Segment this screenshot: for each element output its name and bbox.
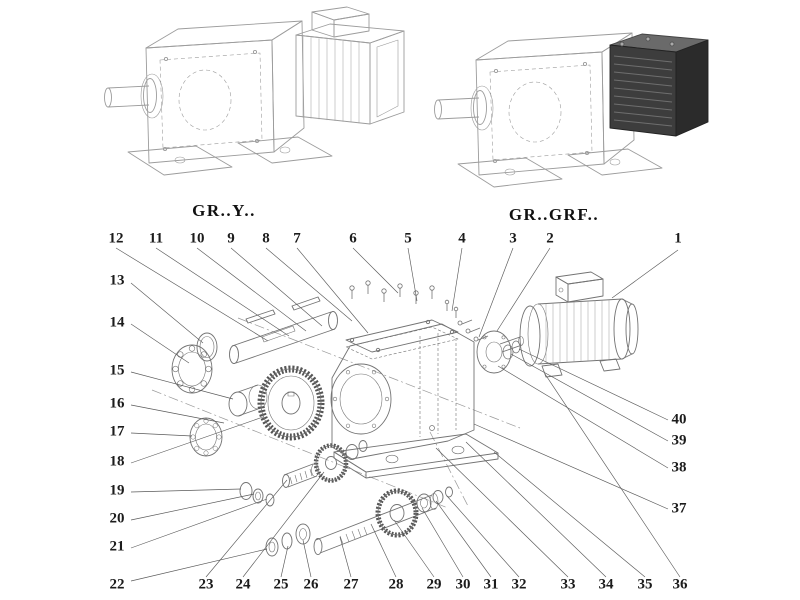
- callout-15: 15: [109, 362, 125, 379]
- callout-10: 10: [189, 230, 205, 247]
- callout-28: 28: [388, 576, 404, 593]
- gearmotor-right-illustration: [434, 32, 709, 188]
- callout-27: 27: [343, 576, 359, 593]
- variant-label-left: GR..Y..: [192, 201, 256, 220]
- callout-13: 13: [109, 272, 125, 289]
- callout-6: 6: [349, 230, 357, 247]
- callout-24: 24: [235, 576, 251, 593]
- callout-34: 34: [598, 576, 614, 593]
- callout-4: 4: [458, 230, 466, 247]
- callout-9: 9: [227, 230, 235, 247]
- callout-22: 22: [109, 576, 125, 593]
- callout-29: 29: [426, 576, 442, 593]
- callout-3: 3: [509, 230, 517, 247]
- callout-30: 30: [455, 576, 471, 593]
- callout-5: 5: [404, 230, 412, 247]
- callout-31: 31: [483, 576, 499, 593]
- callout-19: 19: [109, 482, 125, 499]
- callout-39: 39: [671, 432, 687, 449]
- callout-11: 11: [148, 230, 164, 247]
- callout-23: 23: [198, 576, 214, 593]
- callout-12: 12: [108, 230, 124, 247]
- leader-lines: [115, 247, 681, 582]
- gearmotor-left-illustration: [104, 6, 405, 176]
- variant-label-right: GR..GRF..: [508, 205, 600, 224]
- callout-40: 40: [671, 411, 687, 428]
- callout-35: 35: [637, 576, 653, 593]
- callout-8: 8: [262, 230, 270, 247]
- callout-18: 18: [109, 453, 125, 470]
- callout-25: 25: [273, 576, 289, 593]
- callout-32: 32: [511, 576, 527, 593]
- callout-38: 38: [671, 459, 687, 476]
- exploded-view-illustration: [151, 271, 639, 557]
- callout-17: 17: [109, 423, 125, 440]
- callout-20: 20: [109, 510, 125, 527]
- callout-16: 16: [109, 395, 125, 412]
- callout-21: 21: [109, 538, 125, 555]
- callout-37: 37: [671, 500, 687, 517]
- callout-14: 14: [109, 314, 125, 331]
- callout-7: 7: [293, 230, 301, 247]
- callout-26: 26: [303, 576, 319, 593]
- callout-1: 1: [674, 230, 682, 247]
- callout-36: 36: [672, 576, 688, 593]
- callout-33: 33: [560, 576, 576, 593]
- callout-2: 2: [546, 230, 554, 247]
